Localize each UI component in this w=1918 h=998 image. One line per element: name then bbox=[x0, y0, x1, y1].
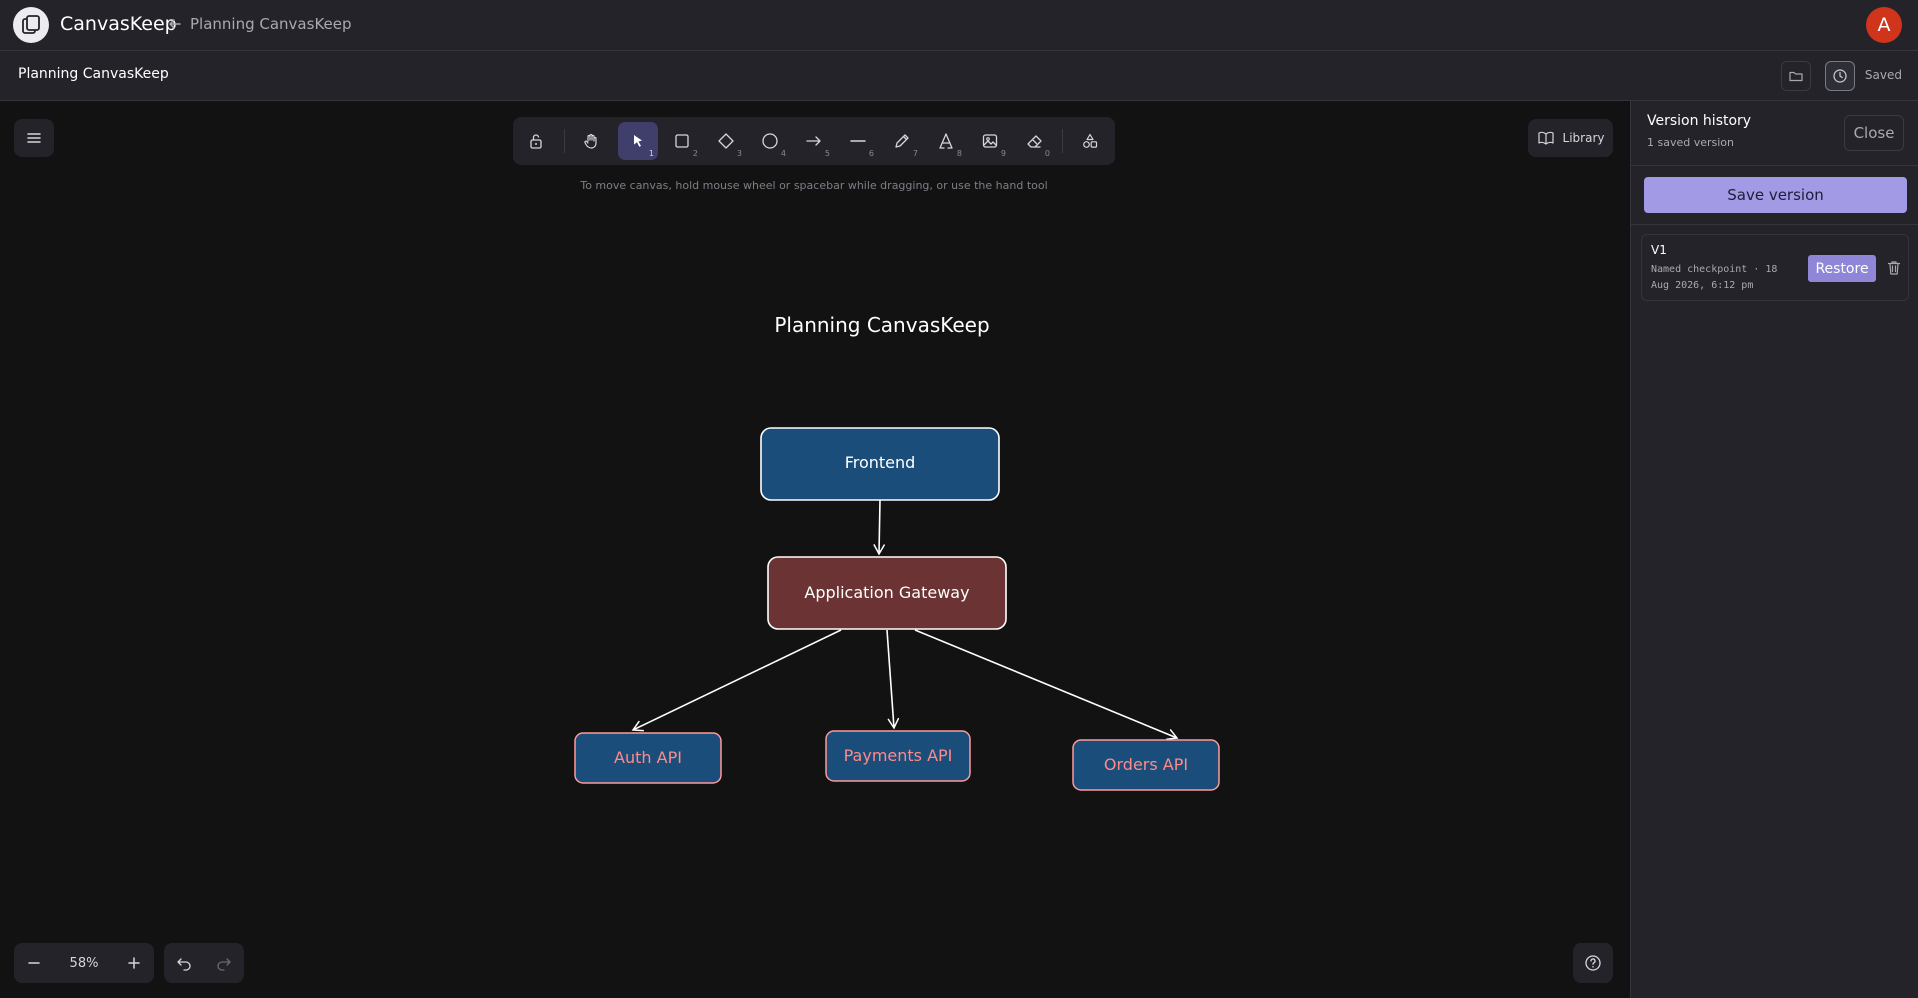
node-payments-label: Payments API bbox=[844, 746, 953, 765]
zoom-out-button[interactable] bbox=[14, 943, 54, 983]
tool-lock[interactable] bbox=[516, 122, 556, 160]
minus-icon bbox=[28, 962, 40, 964]
version-item: V1 Named checkpoint · 18 Aug 2026, 6:12 … bbox=[1641, 234, 1909, 301]
tool-hand[interactable] bbox=[571, 122, 611, 160]
arrow-frontend-gateway[interactable] bbox=[873, 499, 885, 556]
help-icon bbox=[1585, 955, 1601, 971]
text-icon bbox=[939, 133, 953, 149]
zoom-controls: 58% bbox=[14, 943, 154, 983]
shape-toolbar: 1 2 3 4 5 bbox=[513, 117, 1115, 165]
save-version-button[interactable]: Save version bbox=[1644, 177, 1907, 213]
version-history-panel: Version history 1 saved version Close Sa… bbox=[1630, 101, 1918, 998]
back-link[interactable]: Planning CanvasKeep bbox=[168, 15, 352, 33]
zoom-level[interactable]: 58% bbox=[69, 955, 99, 971]
tool-image[interactable]: 9 bbox=[970, 122, 1010, 160]
drawing-canvas[interactable]: 1 2 3 4 5 bbox=[0, 101, 1630, 998]
book-icon bbox=[1537, 131, 1554, 145]
tool-text[interactable]: 8 bbox=[926, 122, 966, 160]
document-bar: Planning CanvasKeep Saved bbox=[0, 51, 1918, 101]
avatar[interactable]: A bbox=[1866, 7, 1902, 43]
eraser-icon bbox=[1027, 135, 1042, 148]
undo-icon bbox=[177, 958, 191, 971]
unlock-icon bbox=[530, 134, 542, 149]
help-button[interactable] bbox=[1573, 943, 1613, 983]
node-application-gateway[interactable]: Application Gateway bbox=[767, 556, 1007, 630]
arrow-gateway-payments[interactable] bbox=[886, 629, 900, 730]
panel-subtitle: 1 saved version bbox=[1647, 136, 1735, 149]
tool-selection[interactable]: 1 bbox=[618, 122, 658, 160]
node-auth-api[interactable]: Auth API bbox=[574, 732, 722, 784]
main-menu-button[interactable] bbox=[14, 119, 54, 157]
close-panel-button[interactable]: Close bbox=[1844, 115, 1904, 151]
tool-line[interactable]: 6 bbox=[838, 122, 878, 160]
hamburger-icon bbox=[27, 133, 41, 143]
library-label: Library bbox=[1562, 131, 1605, 145]
rectangle-icon bbox=[675, 134, 689, 148]
diamond-icon bbox=[718, 133, 734, 149]
logo-icon bbox=[22, 15, 40, 34]
node-auth-label: Auth API bbox=[614, 748, 682, 767]
restore-button[interactable]: Restore bbox=[1808, 255, 1876, 282]
pencil-icon bbox=[895, 134, 909, 148]
library-button[interactable]: Library bbox=[1528, 119, 1613, 157]
undo-button[interactable] bbox=[164, 943, 204, 983]
diagram: Planning CanvasKeep Frontend Application… bbox=[574, 313, 1220, 791]
arrow-gateway-orders[interactable] bbox=[914, 629, 1179, 740]
tool-draw[interactable]: 7 bbox=[882, 122, 922, 160]
node-orders-label: Orders API bbox=[1104, 755, 1188, 774]
delete-version-button[interactable] bbox=[1884, 257, 1904, 279]
node-gateway-label: Application Gateway bbox=[804, 583, 969, 602]
version-history-button[interactable] bbox=[1825, 61, 1855, 91]
document-title: Planning CanvasKeep bbox=[18, 66, 169, 82]
node-frontend-label: Frontend bbox=[845, 453, 916, 472]
arrow-left-icon bbox=[169, 19, 181, 29]
panel-divider bbox=[1631, 165, 1918, 166]
circle-icon bbox=[762, 133, 778, 149]
tool-eraser[interactable]: 0 bbox=[1014, 122, 1054, 160]
node-payments-api[interactable]: Payments API bbox=[825, 730, 971, 782]
panel-title: Version history bbox=[1647, 113, 1752, 129]
canvas-hint: To move canvas, hold mouse wheel or spac… bbox=[580, 179, 1048, 192]
tool-ellipse[interactable]: 4 bbox=[750, 122, 790, 160]
plus-icon bbox=[128, 957, 140, 969]
tool-rectangle[interactable]: 2 bbox=[662, 122, 702, 160]
open-folder-button[interactable] bbox=[1781, 61, 1811, 91]
app-name: CanvasKeep bbox=[60, 13, 177, 35]
arrow-right-icon bbox=[806, 136, 821, 146]
redo-button[interactable] bbox=[204, 943, 244, 983]
arrow-gateway-auth[interactable] bbox=[631, 629, 842, 732]
version-label: V1 bbox=[1651, 243, 1667, 257]
pointer-icon bbox=[634, 135, 642, 147]
redo-icon bbox=[217, 958, 231, 971]
version-meta: Named checkpoint · 18 Aug 2026, 6:12 pm bbox=[1651, 264, 1778, 291]
tool-more-shapes[interactable] bbox=[1070, 122, 1110, 160]
app-logo[interactable] bbox=[13, 7, 49, 43]
node-orders-api[interactable]: Orders API bbox=[1072, 739, 1220, 791]
clock-icon bbox=[1833, 69, 1847, 83]
image-icon bbox=[982, 134, 998, 148]
folder-icon bbox=[1789, 71, 1803, 82]
hand-icon bbox=[584, 133, 597, 149]
tool-diamond[interactable]: 3 bbox=[706, 122, 746, 160]
top-bar: CanvasKeep Planning CanvasKeep A bbox=[0, 0, 1918, 51]
panel-divider bbox=[1631, 224, 1918, 225]
history-controls bbox=[164, 943, 244, 983]
line-icon bbox=[850, 140, 866, 142]
save-status: Saved bbox=[1864, 68, 1902, 82]
node-frontend[interactable]: Frontend bbox=[760, 427, 1000, 501]
diagram-title[interactable]: Planning CanvasKeep bbox=[774, 313, 989, 337]
trash-icon bbox=[1887, 261, 1901, 275]
tool-arrow[interactable]: 5 bbox=[794, 122, 834, 160]
zoom-in-button[interactable] bbox=[114, 943, 154, 983]
back-link-label: Planning CanvasKeep bbox=[190, 15, 352, 33]
shapes-icon bbox=[1083, 133, 1098, 148]
